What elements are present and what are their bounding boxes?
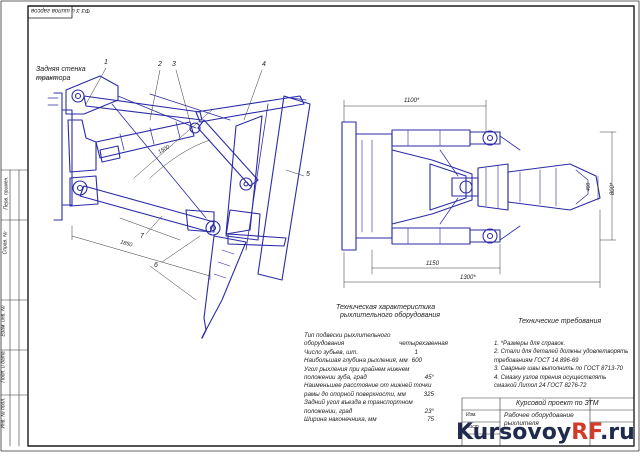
- left-strip: [0, 169, 29, 447]
- dim-1150: 1150: [426, 261, 439, 267]
- callout-3: 3: [172, 61, 176, 68]
- callout-1: 1: [104, 59, 108, 66]
- callout-7: 7: [140, 233, 144, 240]
- tech-req-item: 3. Сварные швы выполнить по ГОСТ 8713-70: [494, 366, 624, 373]
- rear-wall-label-line2: трактора: [36, 75, 71, 82]
- title-block-row-a: Изм.: [466, 412, 477, 418]
- tech-req-list: 1. *Размеры для справок. 2. Стали для де…: [494, 340, 634, 390]
- tech-char-row: Наименьшее расстояние от нижней точки: [304, 382, 432, 390]
- tech-req-item: требованиям ГОСТ 14.896-69: [494, 357, 579, 364]
- strip-inv-label: Инв. № подл.: [0, 397, 7, 429]
- title-block-row-b: Лист: [466, 424, 479, 430]
- title-block-name-line1: Рабочее оборудование: [504, 412, 574, 419]
- plan-view: [341, 121, 601, 251]
- callout-5: 5: [306, 171, 310, 178]
- strip-replace-label: Взам. инв. №: [0, 305, 7, 337]
- tech-req-item: смазкой Литол 24 ГОСТ 8276-72: [494, 383, 587, 390]
- dim-800: 800*: [610, 182, 617, 196]
- tech-char-row: Число зубьев, шт.1: [304, 348, 418, 356]
- stamp-text: ФЗ 3 и шипов гарсов: [31, 7, 90, 13]
- strip-first-label: Перв. примен.: [3, 176, 10, 210]
- tech-req-item: 4. Смазку узлов трения осуществлять: [494, 374, 607, 381]
- strip-ref-label: Справ. №: [2, 231, 9, 255]
- tech-char-row: Угол рыхления при крайнем нижнем: [304, 365, 410, 373]
- tech-char-title-line1: Техническая характеристика: [336, 304, 436, 311]
- callout-4: 4: [262, 61, 266, 68]
- side-dimensions: [35, 67, 305, 301]
- dim-1100: 1100*: [404, 98, 420, 104]
- stamp-box: [27, 5, 73, 19]
- callout-2: 2: [158, 61, 162, 68]
- title-block-name-line2: рыхлителя: [504, 420, 539, 427]
- side-view: [47, 75, 311, 339]
- inner-frame: [27, 5, 635, 447]
- strip-sign-label: Подп. и дата: [0, 351, 7, 383]
- tech-char-row: Тип подвески рыхлительного: [304, 332, 391, 339]
- title-block-grid: [461, 397, 635, 447]
- tech-req-title: Технические требования: [518, 318, 602, 325]
- tech-char-title-line2: рыхлительного оборудования: [340, 312, 440, 319]
- dim-400: 400: [586, 182, 593, 192]
- rear-wall-label-line1: Задняя стенка: [36, 66, 86, 73]
- watermark-logo: KursovoyRF.ru: [456, 420, 635, 445]
- tech-req-item: 2. Стали для деталей должны удовлетворят…: [494, 349, 629, 356]
- title-block-course: Курсовой проект по ЗТМ: [516, 400, 599, 407]
- dim-1300: 1300*: [460, 275, 476, 281]
- tech-req-item: 1. *Размеры для справок.: [494, 341, 566, 347]
- tech-char-row: Задний угол въезда в транспортном: [304, 399, 413, 407]
- plan-dimensions: [343, 99, 617, 289]
- callout-6: 6: [154, 262, 158, 269]
